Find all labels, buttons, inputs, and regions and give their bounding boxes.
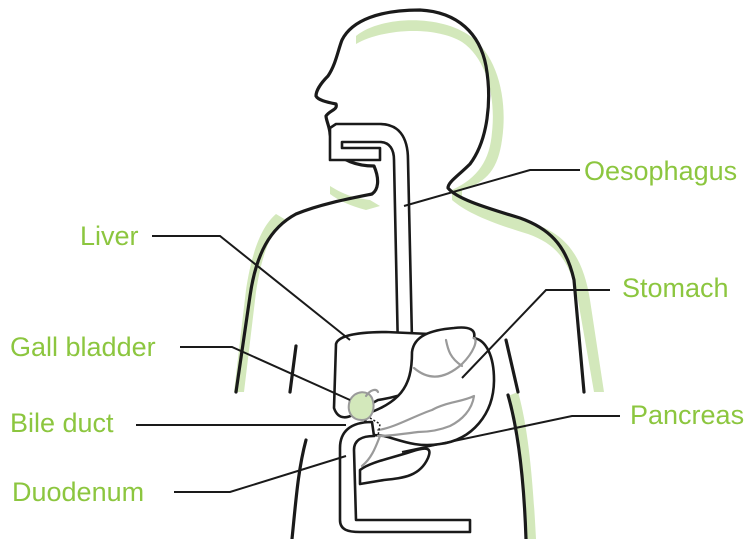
oesophagus-leader-line [404, 170, 580, 206]
duodenum-label: Duodenum [12, 477, 144, 507]
duodenum-leader-line [174, 456, 346, 492]
bile-duct-label: Bile duct [10, 408, 114, 438]
stomach-label: Stomach [622, 273, 729, 303]
liver-label: Liver [80, 221, 139, 251]
oesophagus-label: Oesophagus [584, 156, 737, 186]
gall-bladder-label: Gall bladder [10, 332, 156, 362]
pancreas-label: Pancreas [630, 400, 744, 430]
gall-bladder-leader-line [180, 347, 350, 400]
